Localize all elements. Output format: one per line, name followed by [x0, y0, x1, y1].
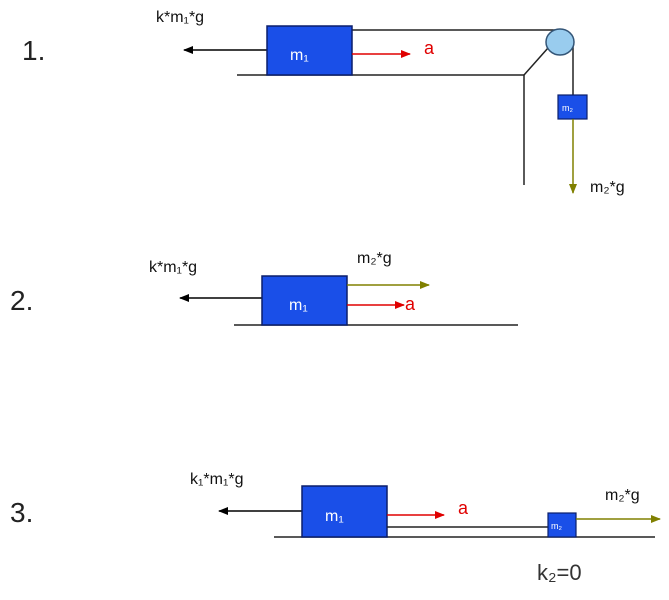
block-m2-label: m₂	[551, 521, 562, 531]
block-m1-label: m₁	[289, 297, 308, 314]
acceleration-label: a	[424, 38, 435, 58]
acceleration-label: a	[405, 294, 416, 314]
block-m2	[547, 512, 577, 538]
friction-label: k*m₁*g	[156, 9, 204, 26]
k2-label: k₂=0	[537, 560, 582, 585]
block-m1	[261, 275, 348, 326]
diagram-3: 3. k₁*m₁*g m₁ a m₂ m₂*g k₂=0	[10, 471, 661, 585]
pulley-mount	[523, 47, 549, 76]
acceleration-label: a	[458, 498, 469, 518]
block-m1	[266, 25, 353, 76]
friction-label: k₁*m₁*g	[190, 471, 243, 488]
applied-force-label: m₂*g	[605, 487, 640, 504]
block-m1-label: m₁	[325, 508, 344, 525]
diagram-3-number: 3.	[10, 497, 33, 528]
weight-label: m₂*g	[590, 179, 625, 196]
diagram-1: 1. k*m₁*g m₁ a m₂ m₂*g	[22, 9, 625, 196]
pulley	[545, 28, 575, 56]
block-m1	[301, 485, 388, 538]
friction-label: k*m₁*g	[149, 259, 197, 276]
block-m1-label: m₁	[290, 47, 309, 64]
diagram-1-number: 1.	[22, 35, 45, 66]
diagram-2: 2. k*m₁*g m₁ m₂*g a	[10, 250, 518, 326]
diagram-2-number: 2.	[10, 285, 33, 316]
block-m2-label: m₂	[562, 103, 573, 113]
applied-force-label: m₂*g	[357, 250, 392, 267]
